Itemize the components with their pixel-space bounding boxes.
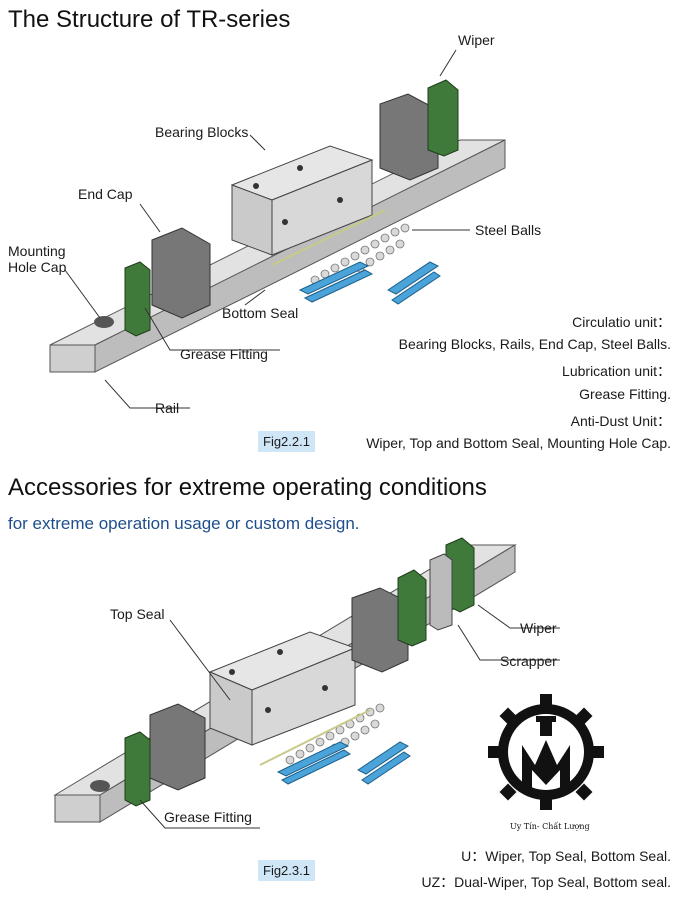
logo-text: Uy Tín- Chất Lượng [510, 822, 590, 831]
fig-label-2-3-1: Fig2.3.1 [258, 860, 315, 881]
end-cap-2 [149, 587, 409, 791]
label-end-cap: End Cap [78, 186, 133, 202]
label-bottom-seal: Bottom Seal [222, 305, 299, 321]
fig-label-2-2-1: Fig2.2.1 [258, 431, 315, 452]
label-top-seal: Top Seal [110, 606, 165, 622]
section2-subtitle: for extreme operation usage or custom de… [8, 514, 360, 533]
bottom-seal-2 [259, 709, 371, 766]
return-tubes-1 [298, 261, 441, 305]
label-wiper-2: Wiper [520, 620, 557, 636]
section1-title: The Structure of TR-series [8, 6, 291, 33]
section2-title: Accessories for extreme operating condit… [8, 474, 487, 501]
scrapper-2 [429, 553, 453, 631]
fig-caption-2-2-1: Wiper, Top and Bottom Seal, Mounting Hol… [366, 435, 671, 451]
label-scrapper: Scrapper [500, 653, 557, 669]
leader-lines-2 [139, 604, 560, 829]
bottom-seal-1 [271, 209, 386, 266]
steel-balls-2 [285, 703, 385, 765]
end-cap-1 [151, 93, 439, 319]
desc-line-2: Bearing Blocks, Rails, End Cap, Steel Ba… [398, 336, 671, 352]
label-mounting-hole-cap: Mounting Hole Cap [8, 243, 67, 275]
desc-line-3: Lubrication unit： [562, 363, 671, 379]
label-steel-balls: Steel Balls [475, 222, 542, 238]
label-rail: Rail [155, 400, 180, 416]
desc-line-5: Anti-Dust Unit： [570, 413, 671, 429]
bearing-block-1 [230, 145, 374, 256]
label-bearing-blocks: Bearing Blocks [155, 124, 249, 140]
wiper-parts-2 [124, 537, 475, 807]
note-uz: UZ：Dual-Wiper, Top Seal, Bottom seal. [421, 874, 671, 890]
wiper-parts-1 [124, 79, 459, 337]
steel-balls-1 [310, 223, 410, 285]
return-tubes-2 [276, 741, 411, 785]
company-logo [488, 694, 604, 810]
leader-lines-1 [64, 49, 470, 409]
label-wiper: Wiper [458, 32, 495, 48]
desc-line-4: Grease Fitting. [579, 386, 671, 402]
bearing-block-2 [208, 631, 357, 746]
desc-line-1: Circulatio unit： [572, 314, 671, 330]
label-grease-fitting-2: Grease Fitting [164, 809, 252, 825]
label-grease-fitting: Grease Fitting [180, 346, 268, 362]
note-u: U：Wiper, Top Seal, Bottom Seal. [461, 848, 671, 864]
